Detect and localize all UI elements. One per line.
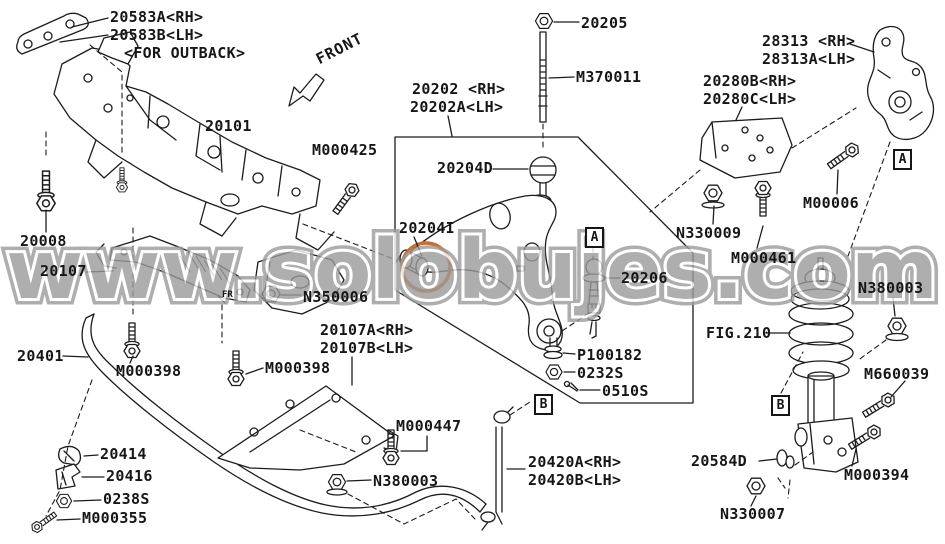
- part-label-28313rh-8: 28313 <RH>: [762, 32, 856, 50]
- bolt-M000461: [754, 180, 772, 217]
- nut-0232S: [545, 364, 563, 380]
- plate-20107A: [217, 385, 399, 471]
- leader-lines: [45, 17, 906, 521]
- nut-20205: [534, 12, 554, 30]
- nut-0238S: [55, 493, 73, 509]
- part-label-m370011-7: M370011: [576, 68, 642, 86]
- stabilizer-bar-20401: [81, 313, 487, 517]
- bushing-20584D: [776, 449, 795, 499]
- part-label-m000398-27: M000398: [265, 359, 331, 377]
- part-label-0238s-36: 0238S: [103, 490, 150, 508]
- nut-N330009: [701, 184, 725, 209]
- end-link-20420: [480, 406, 514, 531]
- front-direction-arrow: [288, 73, 325, 107]
- part-label-m000447-33: M000447: [396, 417, 462, 435]
- part-label-20584d-41: 20584D: [691, 452, 747, 470]
- part-label-foroutback-2: <FOR OUTBACK>: [124, 44, 246, 62]
- part-label-20205-6: 20205: [581, 14, 628, 32]
- callout-box-a-0: A: [893, 149, 912, 170]
- watermark-outline: www.solobujes.com: [6, 223, 938, 318]
- part-label-28313alh-9: 28313A<LH>: [762, 50, 856, 68]
- part-label-m000461-20: M000461: [731, 249, 797, 267]
- nut-N380003-upper: [885, 317, 909, 342]
- pin-0510S: [563, 380, 579, 392]
- highlight-circle: [400, 241, 452, 293]
- part-label-n330007-43: N330007: [720, 505, 786, 523]
- part-label-p100182-30: P100182: [577, 346, 643, 364]
- part-label-20416-35: 20416: [106, 467, 153, 485]
- part-label-m000355-37: M000355: [82, 509, 148, 527]
- part-label-20583arh-0: 20583A<RH>: [110, 8, 204, 26]
- part-label-m000425-12: M000425: [312, 141, 378, 159]
- part-label-20107blh-29: 20107B<LH>: [320, 339, 414, 357]
- stud-M370011: [538, 31, 548, 123]
- bracket-20280: [699, 117, 793, 179]
- part-label-0232s-31: 0232S: [577, 364, 624, 382]
- part-label-20420blh-40: 20420B<LH>: [528, 471, 622, 489]
- bolt-M000425: [329, 180, 362, 217]
- watermark-text: www.solobujes.com: [6, 223, 938, 318]
- part-label-20202rh-4: 20202 <RH>: [412, 80, 506, 98]
- mount-bracket-20583: [16, 12, 129, 193]
- strut-assembly-fig210: [788, 257, 859, 473]
- ball-joint-20206: [582, 258, 606, 339]
- part-label-m00006-18: M00006: [803, 194, 859, 212]
- part-label-20107arh-28: 20107A<RH>: [320, 321, 414, 339]
- part-label-20280clh-11: 20280C<LH>: [703, 90, 797, 108]
- part-label-20280brh-10: 20280B<RH>: [703, 72, 797, 90]
- callout-box-a-1: A: [585, 227, 604, 248]
- part-label-20583blh-1: 20583B<LH>: [110, 26, 204, 44]
- part-label-20101-3: 20101: [205, 117, 252, 135]
- bolt-M000355: [29, 509, 59, 535]
- part-label-20204d-13: 20204D: [437, 159, 493, 177]
- part-label-fr-44: FR: [222, 290, 233, 300]
- watermark-inner-stroke: www.solobujes.com: [6, 223, 938, 318]
- washer-P100182: [543, 337, 563, 360]
- part-label-fig210-23: FIG.210: [706, 324, 772, 342]
- bolt-M00006: [825, 140, 862, 172]
- part-label-0510s-32: 0510S: [602, 382, 649, 400]
- part-label-n380003-22: N380003: [858, 279, 924, 297]
- callout-box-b-2: B: [534, 394, 553, 415]
- part-label-20206-21: 20206: [621, 269, 668, 287]
- callout-box-b-3: B: [771, 395, 790, 416]
- part-label-20008-15: 20008: [20, 232, 67, 250]
- part-label-m000394-42: M000394: [844, 466, 910, 484]
- part-label-n380003-38: N380003: [373, 472, 439, 490]
- part-label-m660039-24: M660039: [864, 365, 930, 383]
- assembly-dashed-lines: [45, 44, 891, 525]
- part-label-20420arh-39: 20420A<RH>: [528, 453, 622, 471]
- control-arm-box: [394, 136, 694, 404]
- nut-N380003-lower: [326, 473, 348, 496]
- part-label-n330009-19: N330009: [676, 224, 742, 242]
- part-label-m000398-26: M000398: [116, 362, 182, 380]
- subframe-20101: [53, 31, 335, 251]
- clamp-20414: [58, 445, 82, 466]
- bolt-20008: [36, 170, 56, 212]
- bolt-M000398-left: [123, 322, 141, 359]
- knuckle-28313: [866, 25, 935, 141]
- part-label-20204i-14: 20204I: [399, 219, 455, 237]
- part-label-20107-16: 20107: [40, 262, 87, 280]
- bracket-20416: [55, 463, 81, 490]
- nut-N330007: [746, 477, 766, 495]
- bolt-M000398-right: [227, 350, 245, 387]
- part-label-20401-25: 20401: [17, 347, 64, 365]
- watermark: www.solobujes.com www.solobujes.com www.…: [0, 217, 945, 325]
- part-label-20414-34: 20414: [100, 445, 147, 463]
- part-label-20202alh-5: 20202A<LH>: [410, 98, 504, 116]
- part-label-n350006-17: N350006: [303, 288, 369, 306]
